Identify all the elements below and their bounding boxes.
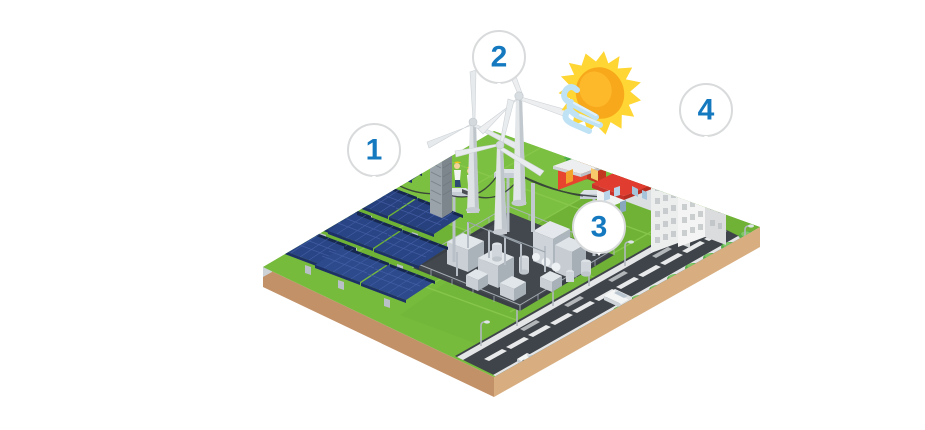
- soil-left-face: [263, 267, 494, 397]
- marker-4-tail-tip: [704, 136, 708, 139]
- marker-3-tail-tip: [597, 253, 601, 256]
- road-edge-line-left: [457, 218, 708, 360]
- solar-panel-row-front: [315, 246, 435, 308]
- marker-4-number: 4: [698, 94, 715, 127]
- sun-highlight: [579, 71, 612, 108]
- substation-posts: [456, 222, 546, 276]
- solar-panel: [328, 212, 402, 256]
- solar-panel: [361, 264, 435, 308]
- markers-layer: 1 2 3 4: [347, 30, 733, 256]
- marker-3-number: 3: [591, 211, 608, 244]
- wind-turbine: [426, 69, 520, 213]
- substation-insulators: [492, 242, 591, 282]
- sun-wind-renewable-icon: [558, 51, 642, 135]
- marker-2-tail-tip: [497, 83, 501, 86]
- marker-2[interactable]: 2: [472, 30, 526, 86]
- wind-turbines: [426, 45, 568, 235]
- marker-3[interactable]: 3: [572, 200, 626, 256]
- solar-panel: [315, 246, 389, 290]
- marker-2-number: 2: [491, 41, 508, 74]
- soil-right-face: [494, 227, 760, 397]
- marker-4[interactable]: 4: [679, 83, 733, 139]
- wind-swirl-highlight: [572, 101, 601, 125]
- wind-turbine: [454, 98, 545, 235]
- marker-1-number: 1: [366, 134, 383, 167]
- wind-swirl-icon: [561, 84, 603, 134]
- apartment-tower: [651, 142, 726, 253]
- white-truck: [604, 289, 632, 308]
- electrical-substation: [412, 205, 615, 311]
- crane-jib: [405, 131, 449, 152]
- marker-1[interactable]: 1: [347, 123, 401, 179]
- marker-1-tail-tip: [372, 176, 376, 179]
